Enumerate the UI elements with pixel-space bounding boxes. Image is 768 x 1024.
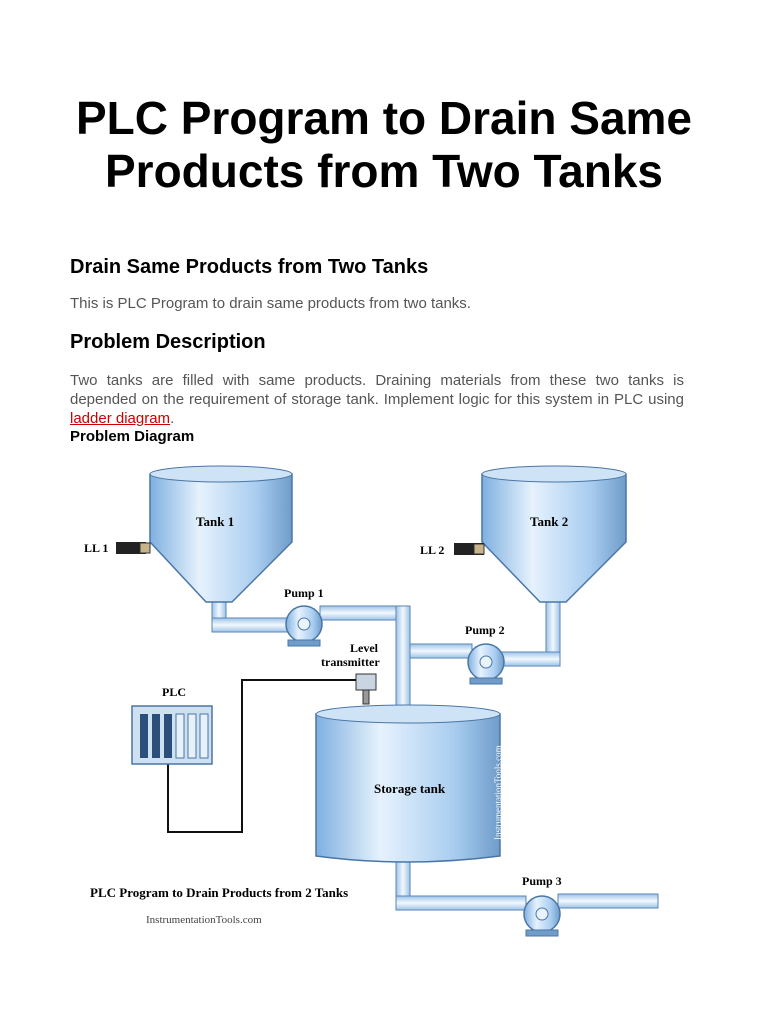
problem-text: Two tanks are filled with same products.… xyxy=(70,372,684,408)
storage-tank-label: Storage tank xyxy=(374,781,446,796)
tank-1-label: Tank 1 xyxy=(196,514,234,529)
pump-2: Pump 2 xyxy=(465,623,505,685)
tank-2-label: Tank 2 xyxy=(530,514,568,529)
page-title: PLC Program to Drain Same Products from … xyxy=(75,92,693,197)
problem-text-end: . xyxy=(170,410,175,427)
signal-wires xyxy=(167,679,356,833)
tank-2: Tank 2 xyxy=(481,465,627,603)
pump-1: Pump 1 xyxy=(284,586,324,647)
problem-diagram: Tank 1 Tank 2 LL 1 LL 2 Pump 1 xyxy=(84,465,659,937)
plc-label: PLC xyxy=(162,685,186,699)
level-label-line1: Level xyxy=(350,641,379,655)
level-switch-2: LL 2 xyxy=(420,543,485,557)
ll2-label: LL 2 xyxy=(420,543,444,557)
pump-3-label: Pump 3 xyxy=(522,874,562,888)
tank-1: Tank 1 xyxy=(149,465,293,603)
pipe-to-pump3 xyxy=(395,895,527,911)
pipe-pump3-out xyxy=(557,893,659,909)
pipe-pump2-to-header xyxy=(409,643,473,659)
pipe-tank1-to-pump1 xyxy=(211,617,293,633)
level-label-line2: transmitter xyxy=(321,655,380,669)
level-transmitter: Level transmitter xyxy=(321,641,380,705)
pipes xyxy=(211,601,659,911)
pipe-main-vertical xyxy=(395,605,411,717)
diagram-watermark: InstrumentationTools.com xyxy=(493,745,503,840)
pipe-tank2-to-pump2 xyxy=(499,651,561,667)
diagram-caption-site: InstrumentationTools.com xyxy=(146,914,262,926)
ll1-label: LL 1 xyxy=(84,541,108,555)
level-switch-1: LL 1 xyxy=(84,541,151,555)
pump-3: Pump 3 xyxy=(522,874,562,937)
plc-rack: PLC xyxy=(131,685,213,765)
ladder-diagram-link[interactable]: ladder diagram xyxy=(70,410,171,427)
diagram-heading: Problem Diagram xyxy=(70,428,195,445)
section-heading-problem: Problem Description xyxy=(70,331,266,353)
pump-1-label: Pump 1 xyxy=(284,586,324,600)
section-heading-drain: Drain Same Products from Two Tanks xyxy=(70,256,429,278)
diagram-caption: PLC Program to Drain Products from 2 Tan… xyxy=(90,885,348,900)
pump-2-label: Pump 2 xyxy=(465,623,505,637)
intro-paragraph: This is PLC Program to drain same produc… xyxy=(70,295,471,312)
problem-paragraph: Two tanks are filled with same products.… xyxy=(70,371,684,428)
storage-tank: Storage tank InstrumentationTools.com xyxy=(315,704,503,863)
